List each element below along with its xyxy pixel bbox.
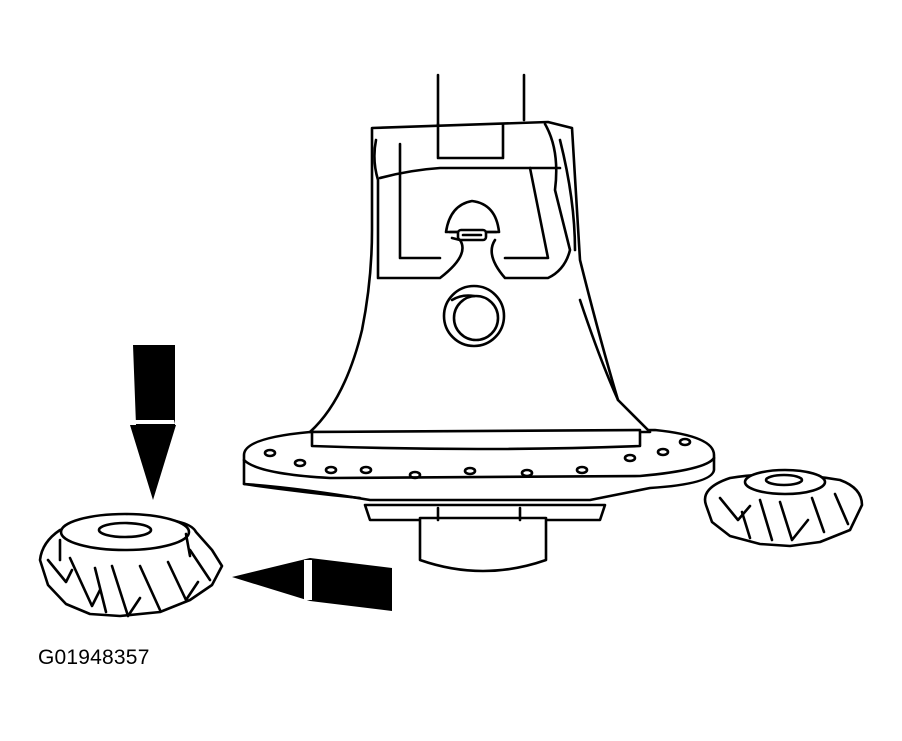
side-gear-left (38, 512, 224, 618)
case-lower-hub (363, 503, 607, 573)
figure-id-label: G01948357 (38, 646, 150, 669)
arrow-left-icon (232, 558, 392, 611)
differential-case (308, 120, 652, 451)
axle-shaft (436, 73, 526, 126)
side-gear-right (703, 468, 864, 548)
flange-bolt-holes (263, 437, 692, 480)
arrow-down-icon (130, 345, 176, 500)
